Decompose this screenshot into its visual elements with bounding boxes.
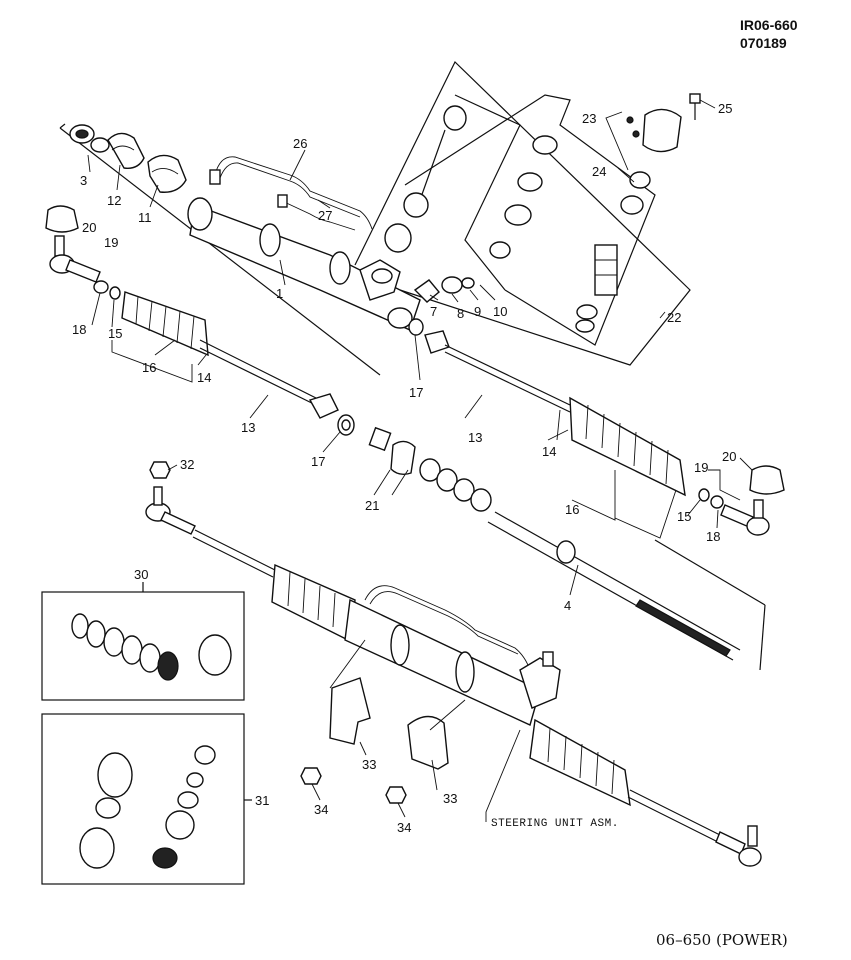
- callout-34-left: 34: [314, 802, 328, 817]
- clamp-15-right: [698, 488, 710, 502]
- callout-12: 12: [107, 193, 121, 208]
- mounting-bracket-33-right: [407, 715, 449, 770]
- pinion-valve-22: [575, 244, 618, 333]
- callout-27: 27: [318, 208, 332, 223]
- mounting-bracket-33-left: [329, 677, 371, 745]
- callout-18-left: 18: [72, 322, 86, 337]
- steering-unit-label: STEERING UNIT ASM.: [491, 818, 619, 830]
- callout-24: 24: [592, 164, 606, 179]
- callout-16-right: 16: [565, 502, 579, 517]
- callout-14-right: 14: [542, 444, 556, 459]
- callout-20-left: 20: [82, 220, 96, 235]
- rack-boot-16-left: [121, 291, 209, 357]
- callout-9: 9: [474, 304, 481, 319]
- callout-13-left: 13: [241, 420, 255, 435]
- pinion-seal-group: [403, 105, 558, 259]
- callout-20-right: 20: [722, 449, 736, 464]
- hydraulic-lines-26-27: [209, 156, 373, 231]
- adjuster-parts-7-8-9-10: [384, 223, 475, 303]
- jam-nut-18-left: [93, 280, 109, 294]
- callout-10: 10: [493, 304, 507, 319]
- figure-caption: 06–650 (POWER): [656, 931, 788, 949]
- rack-4: [487, 511, 766, 671]
- seal-ring-3: [69, 124, 110, 153]
- callout-31: 31: [255, 793, 269, 808]
- callout-25: 25: [718, 101, 732, 116]
- kit-box-30: [41, 582, 245, 701]
- inner-tie-rod-13-left: [199, 339, 339, 419]
- callout-1: 1: [276, 286, 283, 301]
- callout-8: 8: [457, 306, 464, 321]
- callout-18-right: 18: [706, 529, 720, 544]
- rack-boot-16-right: [569, 396, 686, 497]
- callout-19-left: 19: [104, 235, 118, 250]
- tie-rod-dust-boot-20-left: [45, 205, 79, 233]
- mount-bushing-11: [147, 154, 187, 193]
- diagram-code-line2: 070189: [740, 35, 787, 51]
- lock-washer-17-left: [337, 414, 355, 436]
- diagram-code-line1: IR06-660: [740, 17, 798, 33]
- tie-rod-end-19-right: [720, 499, 770, 536]
- callout-33-left: 33: [362, 757, 376, 772]
- valve-cover-23: [626, 108, 682, 153]
- callout-34-right: 34: [397, 820, 411, 835]
- jam-nut-18-right: [710, 495, 724, 509]
- kit-box-31: [41, 713, 252, 885]
- callout-19-right: 19: [694, 460, 708, 475]
- nut-32: [149, 461, 171, 479]
- bolt-25: [689, 93, 701, 120]
- callout-4: 4: [564, 598, 571, 613]
- inner-tie-rod-13-right: [424, 330, 571, 413]
- callout-26: 26: [293, 136, 307, 151]
- callout-23: 23: [582, 111, 596, 126]
- callout-17-right: 17: [409, 385, 423, 400]
- callout-13-right: 13: [468, 430, 482, 445]
- callout-14-left: 14: [197, 370, 211, 385]
- callout-16-left: 16: [142, 360, 156, 375]
- callout-15-right: 15: [677, 509, 691, 524]
- steering-unit-assembly: [145, 486, 762, 867]
- tie-rod-dust-boot-20-right: [749, 465, 785, 495]
- callout-21: 21: [365, 498, 379, 513]
- mount-bushing-12: [107, 132, 145, 169]
- seal-17-right: [408, 318, 424, 336]
- tie-rod-end-19-left: [49, 235, 101, 283]
- callout-11: 11: [138, 210, 152, 225]
- callout-17-left: 17: [311, 454, 325, 469]
- boot-clamp-15-left: [109, 286, 121, 300]
- callout-labels: 3 12 11 26 27 1 20 19 18 15 16 14 13 17 …: [72, 101, 736, 835]
- oil-seal-24: [620, 171, 651, 215]
- leader-lines: [87, 99, 753, 822]
- callout-32: 32: [180, 457, 194, 472]
- callout-33-right: 33: [443, 791, 457, 806]
- gear-housing-1: [187, 197, 421, 331]
- rack-seals-21: [368, 426, 492, 512]
- callout-15-left: 15: [108, 326, 122, 341]
- callout-30: 30: [134, 567, 148, 582]
- upper-assembly-frame: [59, 60, 691, 376]
- nut-34-right: [385, 786, 407, 804]
- nut-34-left: [300, 767, 322, 785]
- callout-3: 3: [80, 173, 87, 188]
- callout-7: 7: [430, 304, 437, 319]
- callout-22: 22: [667, 310, 681, 325]
